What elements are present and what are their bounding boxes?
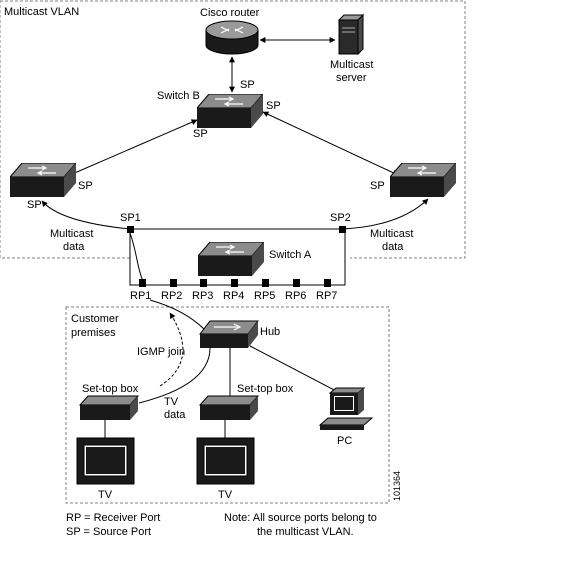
- multicast-data-right-label-2: data: [382, 241, 404, 253]
- settop-box-mid-label: Set-top box: [237, 383, 294, 395]
- multicast-server-icon: [337, 13, 365, 56]
- sp-label-switchb-left: SP: [193, 128, 208, 140]
- rp4-port: [231, 279, 238, 287]
- server-label-2: server: [336, 72, 367, 84]
- rp1-port: [139, 279, 146, 287]
- rp7-label: RP7: [316, 290, 337, 302]
- multicast-data-right-label-1: Multicast: [370, 228, 413, 240]
- multicast-vlan-boundary: [0, 0, 466, 259]
- settop-box-left-icon: [78, 395, 140, 420]
- sp-label-router-switchb: SP: [240, 79, 255, 91]
- hub-label: Hub: [260, 326, 280, 338]
- settop-box-left-label: Set-top box: [82, 383, 139, 395]
- legend-note-1: Note: All source ports belong to: [224, 512, 377, 524]
- legend-sp: SP = Source Port: [66, 526, 151, 538]
- sp-label-right-switch-left: SP: [370, 180, 385, 192]
- rp6-label: RP6: [285, 290, 306, 302]
- legend-rp: RP = Receiver Port: [66, 512, 160, 524]
- switch-a-icon: [198, 242, 264, 276]
- sp-label-left-switch-bottom: SP: [27, 199, 42, 211]
- customer-premises-label-2: premises: [71, 327, 116, 339]
- multicast-data-left-label-2: data: [63, 241, 85, 253]
- pc-icon: [318, 387, 374, 430]
- rp2-port: [170, 279, 177, 287]
- sp1-port: [127, 226, 134, 233]
- rp1-label: RP1: [130, 290, 151, 302]
- sp-label-left-switch-right: SP: [78, 180, 93, 192]
- sp-label-switchb-right: SP: [266, 100, 281, 112]
- igmp-join-label: IGMP join: [137, 346, 185, 358]
- legend-note-2: the multicast VLAN.: [257, 526, 354, 538]
- rp7-port: [324, 279, 331, 287]
- tv-data-label-1: TV: [164, 396, 179, 408]
- settop-box-mid-icon: [198, 395, 260, 420]
- customer-premises-boundary: [65, 306, 390, 504]
- customer-premises-label-1: Customer: [71, 313, 119, 325]
- rp3-port: [200, 279, 207, 287]
- switchb-right-link: [262, 111, 399, 176]
- multicast-vlan-label: Multicast VLAN: [4, 6, 79, 18]
- rp2-label: RP2: [161, 290, 182, 302]
- switch-b-icon: [197, 94, 263, 128]
- multicast-data-left-arc: [41, 200, 131, 230]
- sp1-to-rp1-path: [129, 232, 144, 282]
- hub-settop-left-link: [138, 347, 211, 404]
- tv-left-label: TV: [98, 489, 113, 501]
- router-label: Cisco router: [200, 7, 260, 19]
- sp2-port: [339, 226, 346, 233]
- switch-a-label: Switch A: [269, 249, 312, 261]
- tv-data-label-2: data: [164, 409, 186, 421]
- hub-pc-link: [249, 345, 339, 393]
- right-switch-icon: [390, 163, 456, 197]
- rp5-label: RP5: [254, 290, 275, 302]
- tv-left-icon: [76, 437, 135, 485]
- left-switch-icon: [10, 163, 76, 197]
- figure-id: 101364: [392, 471, 402, 501]
- sp1-label: SP1: [120, 212, 141, 224]
- rp5-port: [262, 279, 269, 287]
- multicast-data-right-arc: [342, 198, 429, 230]
- multicast-data-left-label-1: Multicast: [50, 228, 93, 240]
- cisco-router-icon: [205, 20, 259, 55]
- rp6-port: [293, 279, 300, 287]
- rp1-hub-link: [149, 299, 206, 331]
- sp2-label: SP2: [330, 212, 351, 224]
- rp4-label: RP4: [223, 290, 244, 302]
- tv-mid-icon: [196, 437, 255, 485]
- server-label-1: Multicast: [330, 59, 373, 71]
- hub-icon: [198, 320, 260, 348]
- switchb-left-link: [69, 119, 198, 176]
- receiver-ports-row: RP1 RP2 RP3 RP4 RP5 RP6 RP7: [130, 279, 337, 302]
- switch-b-label: Switch B: [157, 90, 200, 102]
- tv-mid-label: TV: [218, 489, 233, 501]
- rp3-label: RP3: [192, 290, 213, 302]
- pc-label: PC: [337, 435, 352, 447]
